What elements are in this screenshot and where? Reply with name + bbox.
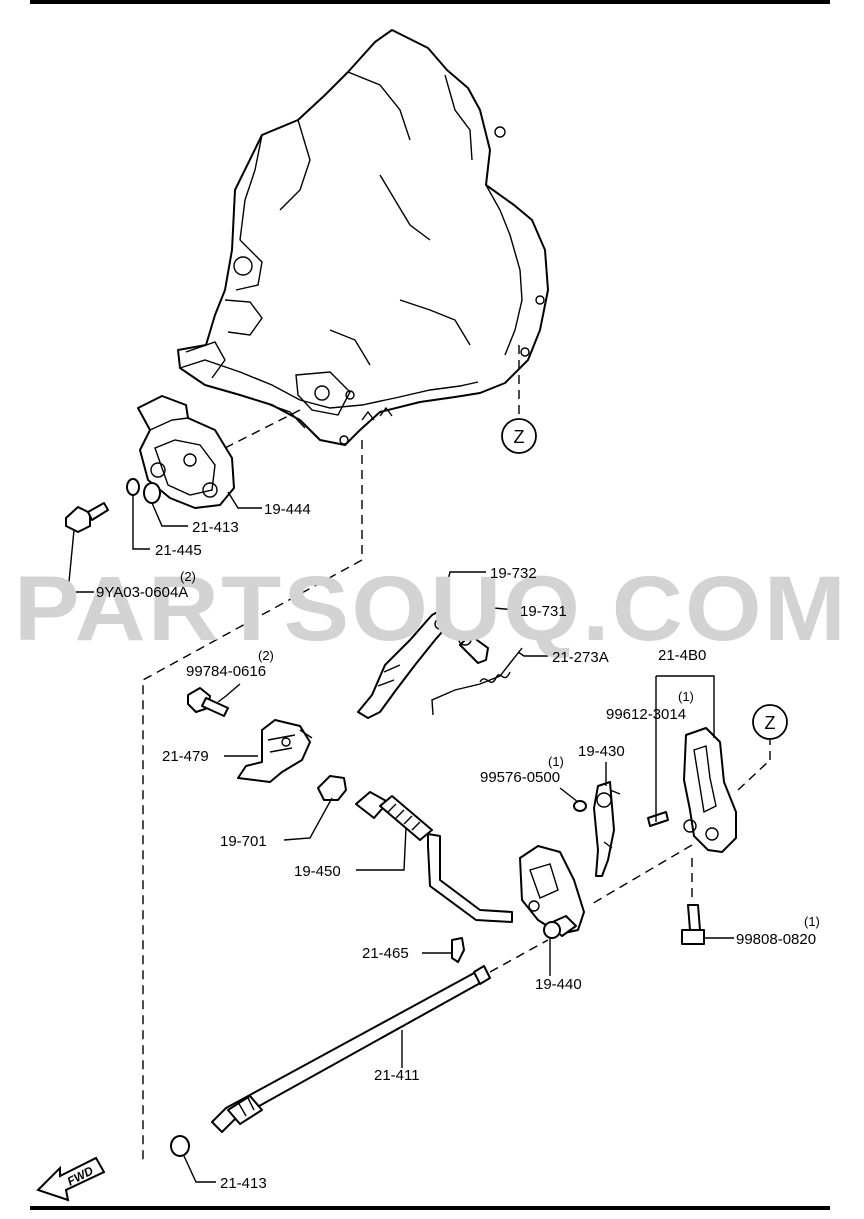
housing-to-lower-link (142, 440, 363, 1165)
detent-spring-to-z-link (589, 740, 771, 906)
part-qty: (2) (180, 569, 196, 584)
part-label: 21-413 (192, 519, 239, 536)
washer-21-445 (126, 478, 140, 496)
part-label: 19-450 (294, 863, 341, 880)
bolt-99808 (681, 904, 705, 945)
part-label: 9YA03-0604A (96, 584, 188, 601)
part-label: 19-440 (535, 976, 582, 993)
o-ring-21-413-lower (170, 1135, 190, 1157)
part-qty: (1) (548, 754, 564, 769)
manual-plate-19-430 (593, 781, 621, 877)
clip-19-701 (317, 775, 347, 801)
pin-19-731 (458, 634, 489, 664)
shaft-to-lever-link (489, 939, 549, 973)
z-marker-lower-label: Z (765, 713, 776, 733)
part-label: 19-731 (520, 603, 567, 620)
z-marker-upper-label: Z (514, 427, 525, 447)
detent-spring-z-link (737, 759, 771, 791)
manual-lever-19-440 (519, 845, 585, 939)
watermark: PARTSOUQ.COM (14, 558, 848, 660)
part-label: 21-411 (374, 1067, 420, 1084)
switch-to-housing-link (224, 409, 301, 449)
part-label: 21-445 (155, 542, 202, 559)
spring-21-273a (431, 647, 523, 716)
park-rod-19-732 (357, 607, 449, 719)
part-label: 21-465 (362, 945, 409, 962)
part-label: 99612-3014 (606, 706, 686, 723)
part-label: 19-444 (264, 501, 311, 518)
control-rod-19-450 (355, 791, 513, 923)
o-ring-21-413-upper (143, 482, 161, 504)
leader-lines (67, 491, 734, 1183)
part-label: 21-479 (162, 748, 209, 765)
part-label: 99784-0616 (186, 663, 266, 680)
pin-99612 (647, 811, 669, 827)
z-marker-lower: Z (752, 704, 788, 740)
part-qty: (1) (804, 914, 820, 929)
z-marker-upper: Z (501, 418, 537, 454)
detent-spring-21-4b0 (683, 727, 737, 853)
bolt-99784 (187, 687, 229, 717)
manual-shaft-21-411 (211, 965, 491, 1133)
part-label: 21-413 (220, 1175, 267, 1192)
pin-21-465 (451, 937, 465, 963)
fwd-direction-badge: FWD (36, 1156, 106, 1202)
part-label: 21-273A (552, 649, 609, 666)
part-label: 99576-0500 (480, 769, 560, 786)
bracket-21-479 (237, 719, 313, 783)
bolt-9ya03 (65, 502, 109, 533)
part-qty: (2) (258, 648, 274, 663)
part-label: 21-4B0 (658, 647, 706, 664)
part-labels: 19-444 21-413 21-445 9YA03-0604A (2) 19-… (96, 501, 820, 1192)
part-label: 99808-0820 (736, 931, 816, 948)
part-label: 19-701 (220, 833, 267, 850)
washer-99576 (573, 800, 587, 812)
transmission-housing (177, 29, 549, 446)
part-label: 19-430 (578, 743, 625, 760)
part-qty: (1) (678, 689, 694, 704)
inhibitor-switch (137, 395, 235, 509)
part-label: 19-732 (490, 565, 537, 582)
